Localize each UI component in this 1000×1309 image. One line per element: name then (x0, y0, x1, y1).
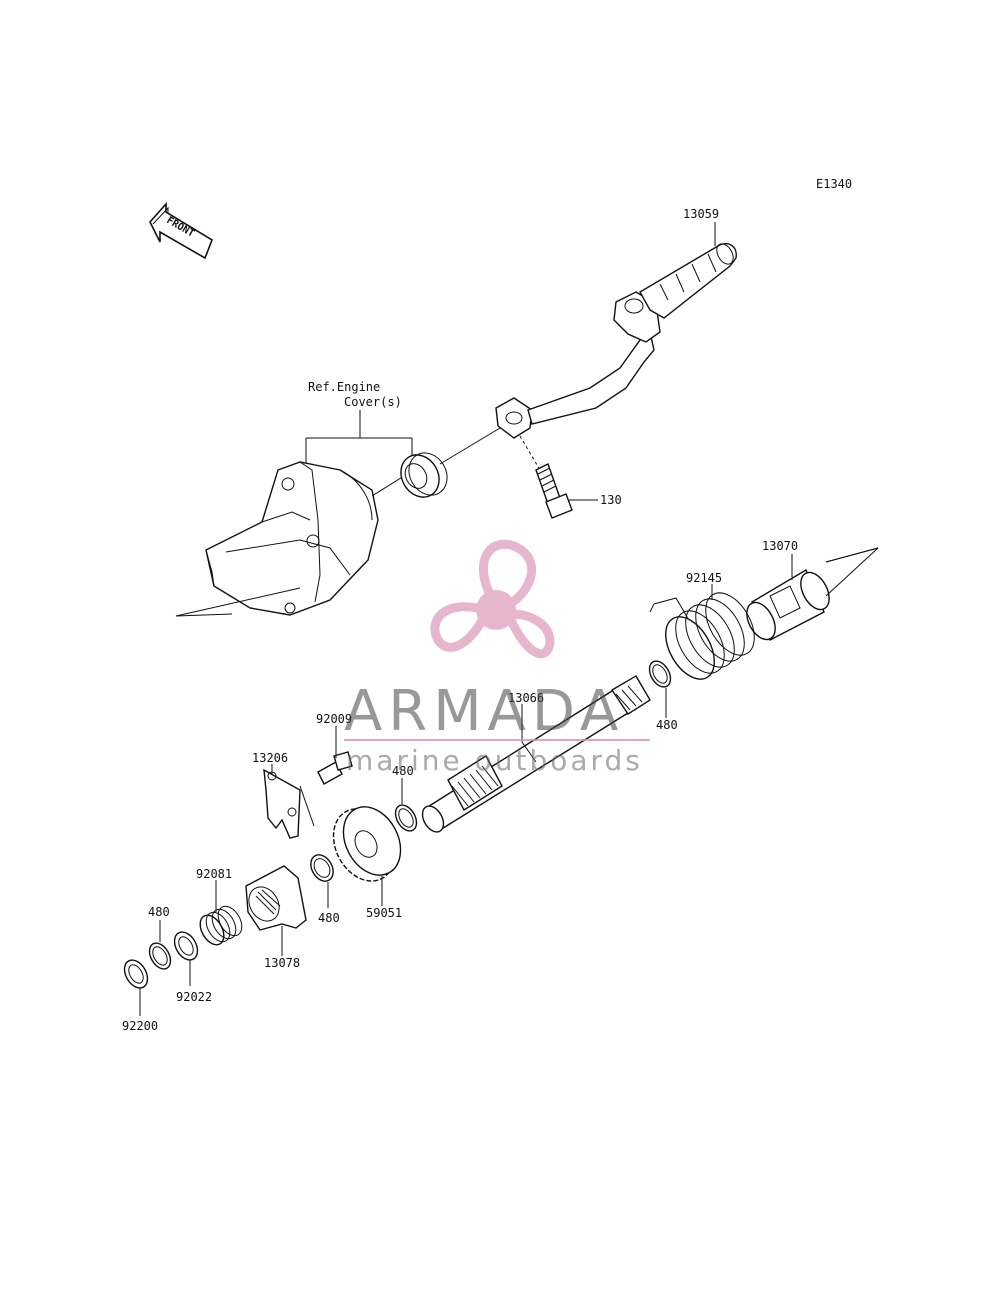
part-label-92022: 92022 (176, 990, 212, 1004)
ratchet (245, 865, 307, 931)
stopper-plate (263, 768, 301, 839)
kick-gear (332, 806, 402, 882)
washer-end (123, 959, 149, 989)
armada-watermark-logo (430, 539, 555, 659)
front-direction-arrow: FRONT (149, 201, 213, 260)
part-label-92200: 92200 (122, 1019, 158, 1033)
part-label-480-gear: 480 (318, 911, 340, 925)
part-label-92145: 92145 (686, 571, 722, 585)
diagram-code: E1340 (816, 177, 852, 191)
reference-bracket (305, 410, 413, 468)
kick-shaft (421, 675, 651, 833)
kick-spring (649, 592, 755, 680)
part-label-13206: 13206 (252, 751, 288, 765)
oil-seal (400, 452, 448, 498)
part-label-130: 130 (600, 493, 622, 507)
part-label-92009: 92009 (316, 712, 352, 726)
part-label-480-shaft: 480 (392, 764, 414, 778)
washer (173, 931, 199, 961)
ratchet-spring (199, 905, 243, 946)
circlip-gear (310, 854, 334, 882)
part-label-13066: 13066 (508, 691, 544, 705)
watermark-brand: ARMADA (344, 679, 624, 744)
part-label-13078: 13078 (264, 956, 300, 970)
guide-sleeve (746, 568, 830, 641)
part-label-92081: 92081 (196, 867, 232, 881)
circlip-shaft (394, 804, 418, 832)
stopper-bolt (317, 751, 353, 785)
kick-pedal (495, 242, 737, 439)
circlip-upper (648, 660, 672, 688)
reference-label-line1: Ref.Engine (308, 380, 380, 394)
circlip-end (148, 942, 172, 970)
engine-cover-reference (205, 461, 379, 616)
part-label-480-upper: 480 (656, 718, 678, 732)
pedal-bolt (519, 435, 573, 519)
part-label-480-end: 480 (148, 905, 170, 919)
part-label-13059: 13059 (683, 207, 719, 221)
watermark-tagline: marine outboards (346, 744, 643, 777)
part-label-59051: 59051 (366, 906, 402, 920)
reference-label-line2: Cover(s) (344, 395, 402, 409)
part-label-13070: 13070 (762, 539, 798, 553)
